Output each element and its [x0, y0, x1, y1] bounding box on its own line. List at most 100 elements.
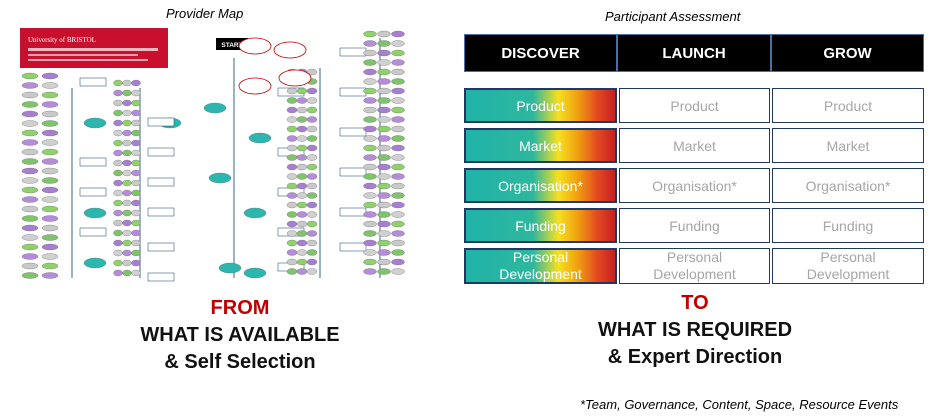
map-node	[122, 139, 132, 147]
map-node	[296, 239, 308, 247]
map-node	[113, 179, 123, 187]
to-statement: TO WHAT IS REQUIRED & Expert Direction	[560, 290, 830, 371]
grow-personal-development-label: Personal Development	[806, 249, 890, 282]
launch-personal-development-label: Personal Development	[653, 249, 736, 282]
launch-personal-development-cell: Personal Development	[619, 248, 770, 284]
map-node	[113, 119, 123, 127]
map-node	[377, 192, 391, 199]
map-node	[122, 189, 132, 197]
map-node	[391, 154, 405, 161]
to-line-2: & Expert Direction	[607, 346, 783, 368]
map-hub	[83, 207, 107, 219]
map-node	[296, 258, 308, 266]
map-node	[377, 135, 391, 142]
map-box	[79, 77, 107, 87]
map-node	[122, 89, 132, 97]
map-node	[306, 68, 318, 76]
map-node	[41, 186, 59, 194]
map-node	[391, 182, 405, 190]
map-node	[306, 106, 318, 114]
map-node	[131, 79, 141, 87]
map-node	[377, 68, 391, 76]
map-node	[113, 169, 123, 177]
map-hub	[243, 267, 267, 279]
map-node	[306, 220, 318, 228]
map-node	[306, 268, 318, 275]
map-node	[296, 211, 308, 218]
map-node	[122, 119, 132, 127]
map-node	[391, 40, 405, 47]
map-node	[131, 209, 141, 217]
map-box	[339, 207, 367, 217]
column-header-discover: DISCOVER	[464, 34, 617, 72]
map-node	[306, 201, 318, 209]
from-line-2: & Self Selection	[164, 351, 316, 373]
map-node	[363, 40, 377, 47]
map-node	[286, 249, 298, 256]
map-node	[21, 253, 39, 260]
map-node	[363, 211, 377, 218]
map-node	[363, 97, 377, 104]
map-box	[147, 242, 175, 252]
map-node	[131, 169, 141, 177]
map-box	[147, 117, 175, 127]
map-node	[296, 163, 308, 171]
map-node	[41, 234, 59, 241]
map-node	[363, 220, 377, 228]
provider-map-title: Provider Map	[166, 6, 244, 21]
map-node	[122, 229, 132, 237]
map-node	[113, 239, 123, 247]
map-question-bubble	[273, 41, 307, 59]
map-node	[122, 249, 132, 257]
map-node	[21, 110, 39, 118]
map-node	[286, 268, 298, 275]
map-node	[391, 68, 405, 76]
map-node	[41, 158, 59, 165]
map-box	[79, 157, 107, 167]
map-node	[306, 258, 318, 266]
map-node	[21, 148, 39, 156]
map-node	[306, 182, 318, 190]
map-node	[41, 224, 59, 232]
map-node	[41, 91, 59, 99]
map-node	[286, 163, 298, 171]
map-hub	[218, 262, 242, 274]
map-node	[21, 243, 39, 251]
grow-personal-development-cell: Personal Development	[772, 248, 924, 284]
map-box	[339, 127, 367, 137]
map-node	[286, 230, 298, 237]
map-node	[286, 182, 298, 190]
map-node	[377, 268, 391, 275]
map-node	[306, 239, 318, 247]
map-box	[339, 242, 367, 252]
map-node	[286, 201, 298, 209]
map-node	[122, 129, 132, 137]
footnote: *Team, Governance, Content, Space, Resou…	[580, 397, 899, 412]
map-node	[21, 224, 39, 232]
map-question-bubble	[278, 69, 312, 87]
launch-organisation-cell: Organisation*	[619, 168, 770, 203]
map-node	[122, 169, 132, 177]
map-node	[21, 272, 39, 279]
map-node	[296, 182, 308, 190]
map-node	[131, 219, 141, 227]
map-node	[363, 78, 377, 85]
map-node	[286, 135, 298, 142]
map-node	[377, 220, 391, 228]
map-node	[377, 182, 391, 190]
map-node	[363, 116, 377, 123]
map-node	[391, 106, 405, 114]
map-node	[377, 211, 391, 218]
map-node	[363, 144, 377, 152]
map-node	[391, 239, 405, 247]
map-node	[41, 110, 59, 118]
map-node	[131, 109, 141, 117]
map-node	[113, 189, 123, 197]
map-node	[363, 87, 377, 95]
map-node	[286, 125, 298, 133]
map-node	[113, 89, 123, 97]
map-node	[391, 163, 405, 171]
map-node	[306, 125, 318, 133]
map-node	[306, 211, 318, 218]
discover-personal-development-label: Personal Development	[499, 249, 582, 282]
